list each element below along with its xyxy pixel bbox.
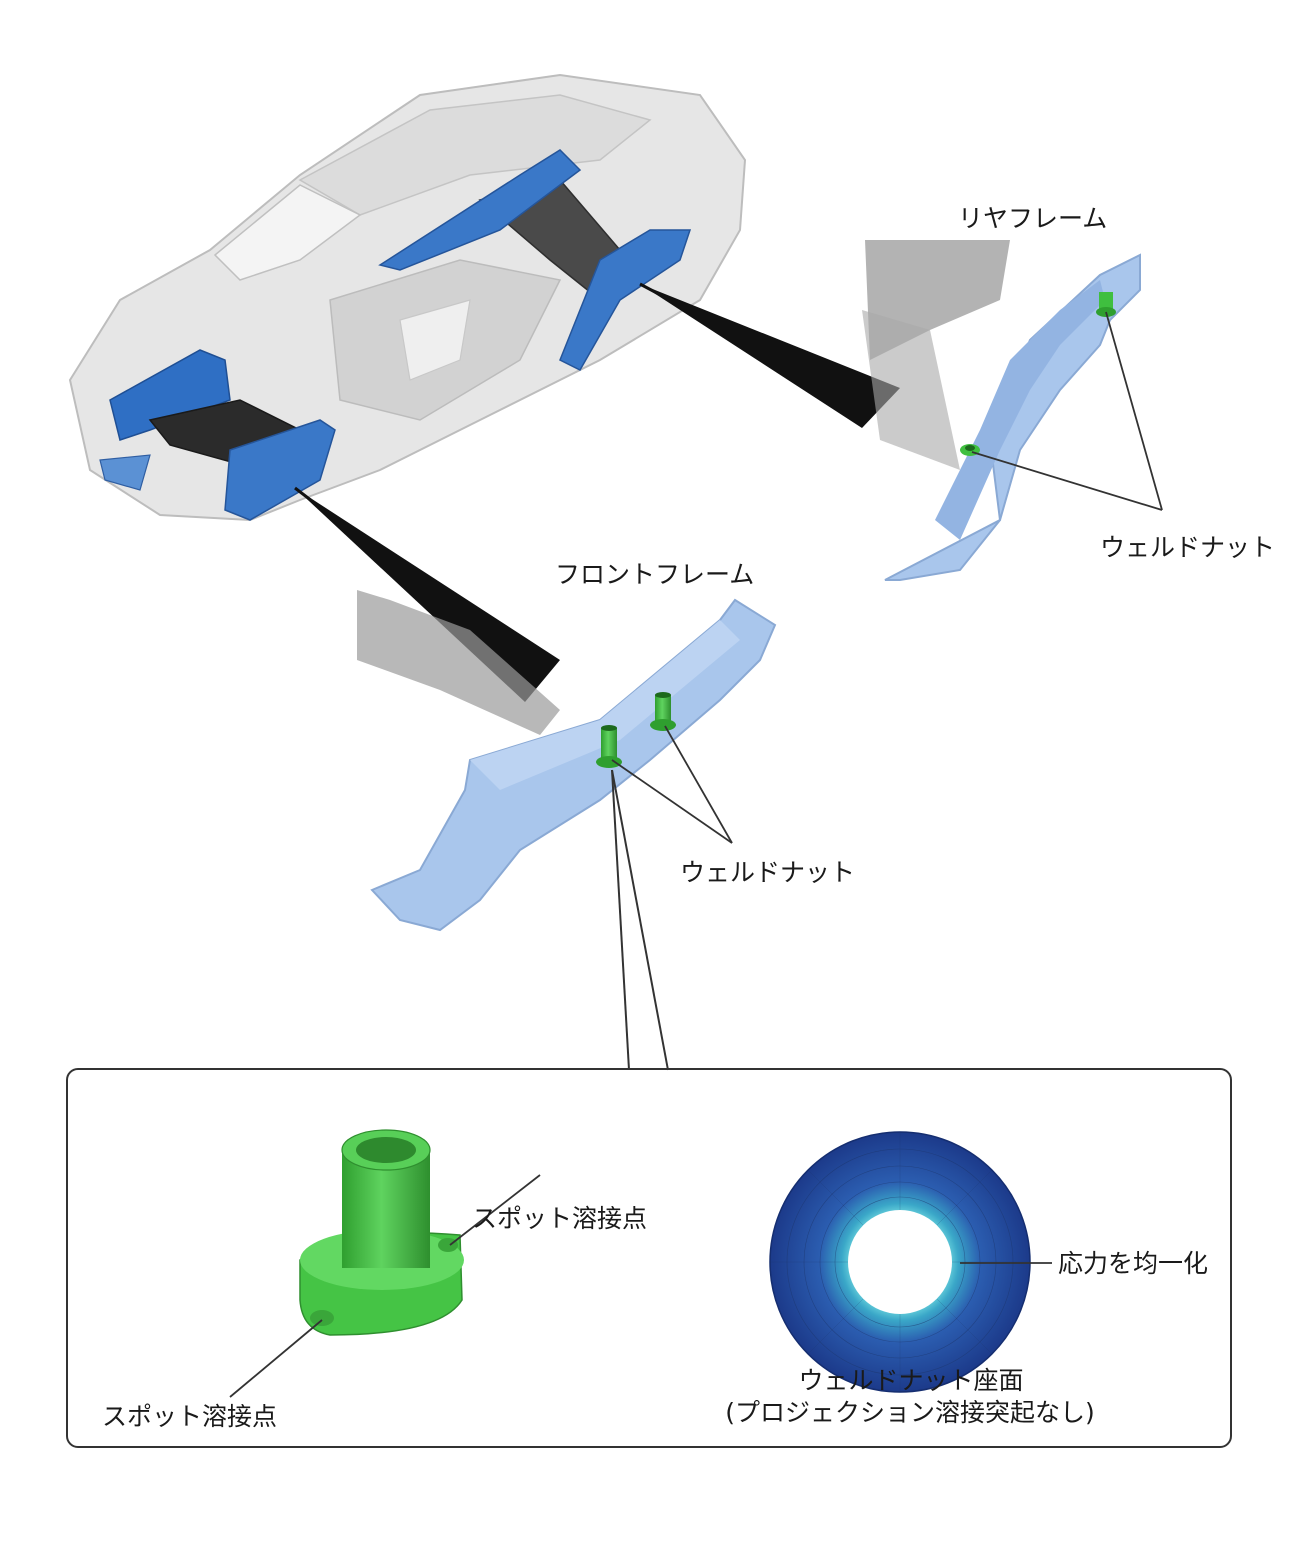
front-weld-nut-left — [596, 725, 622, 768]
car-front-side-frame-blue — [224, 419, 336, 521]
stress-ring-inner-hole — [848, 1210, 952, 1314]
front-frame-gray-context — [357, 590, 560, 735]
car-rear-frame-blue — [378, 149, 582, 271]
car-roof-panel — [298, 94, 652, 216]
detail-box — [66, 1068, 1232, 1448]
label-weld-nut-front: ウェルドナット — [680, 858, 856, 887]
label-rear-frame: リヤフレーム — [958, 204, 1108, 233]
car-body-illustration — [68, 73, 747, 522]
front-weld-nut-right — [650, 692, 676, 731]
weld-nut-3d-illustration — [229, 1129, 541, 1398]
car-rear-side-frame-blue — [559, 229, 692, 371]
car-front-frame-blue — [109, 349, 231, 441]
car-windshield-opening — [213, 184, 362, 281]
label-stress-uniform: 応力を均一化 — [1058, 1249, 1209, 1278]
weld-nut-bore — [356, 1137, 416, 1163]
label-spot-weld-upper: スポット溶接点 — [472, 1204, 648, 1233]
rear-frame-gray-lower — [862, 310, 960, 470]
arrows — [294, 282, 900, 702]
label-weld-nut-rear: ウェルドナット — [1100, 533, 1276, 562]
label-seat-surface-line1: ウェルドナット座面 — [798, 1366, 1024, 1395]
car-front-lower-blue — [99, 454, 151, 491]
stress-ring-illustration — [769, 1131, 1052, 1393]
arrow-to-rear-frame — [640, 284, 900, 428]
arrow-to-front-frame — [295, 488, 560, 702]
front-frame-blue-top — [470, 620, 740, 790]
rear-frame-blue-face — [935, 280, 1105, 540]
rear-frame-illustration — [862, 240, 1163, 581]
label-seat-surface-line2: (プロジェクション溶接突起なし) — [725, 1398, 1095, 1427]
front-frame-illustration — [357, 590, 777, 1071]
label-front-frame: フロントフレーム — [555, 560, 755, 589]
spot-weld-dimple-upper — [438, 1238, 458, 1252]
label-spot-weld-lower: スポット溶接点 — [102, 1402, 278, 1431]
car-door-opening — [399, 299, 471, 381]
spot-weld-dimple-lower — [310, 1310, 334, 1326]
